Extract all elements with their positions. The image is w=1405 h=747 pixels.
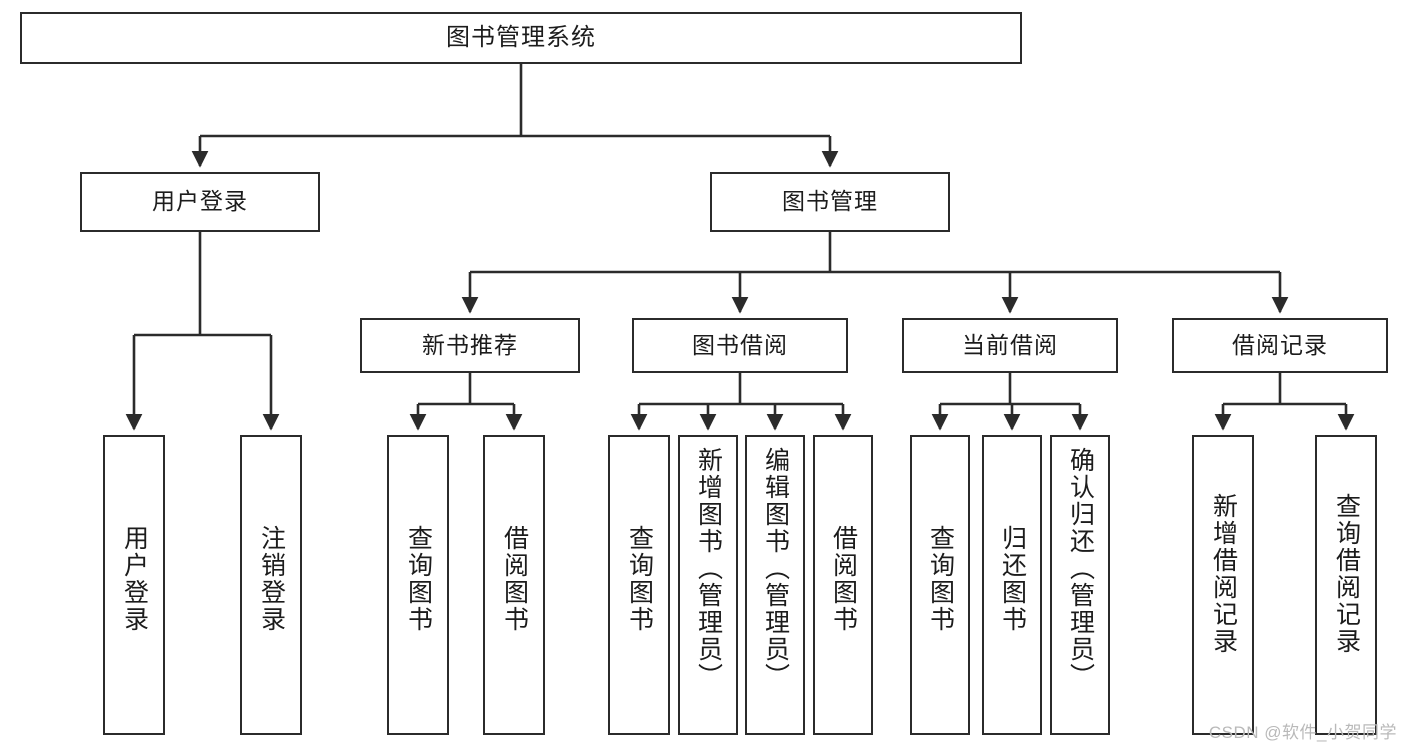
node-leaf-edit-book-label: 编辑图书（管理员） — [761, 447, 790, 690]
node-leaf-query-book-1[interactable]: 查询图书 — [387, 435, 449, 735]
node-borrow-record[interactable]: 借阅记录 — [1172, 318, 1388, 373]
node-root-label: 图书管理系统 — [446, 23, 596, 51]
node-leaf-edit-book[interactable]: 编辑图书（管理员） — [745, 435, 805, 735]
node-leaf-add-record-label: 新增借阅记录 — [1209, 493, 1238, 655]
node-leaf-logout[interactable]: 注销登录 — [240, 435, 302, 735]
node-leaf-query-book-3-label: 查询图书 — [926, 525, 955, 633]
node-leaf-borrow-book-2-label: 借阅图书 — [829, 525, 858, 633]
node-leaf-user-login[interactable]: 用户登录 — [103, 435, 165, 735]
node-new-book-recommend[interactable]: 新书推荐 — [360, 318, 580, 373]
node-current-borrow[interactable]: 当前借阅 — [902, 318, 1118, 373]
node-leaf-return-book[interactable]: 归还图书 — [982, 435, 1042, 735]
node-leaf-logout-label: 注销登录 — [257, 525, 286, 633]
watermark-text: CSDN @软件_小贺同学 — [1208, 723, 1397, 742]
node-user-login[interactable]: 用户登录 — [80, 172, 320, 232]
node-leaf-add-book[interactable]: 新增图书（管理员） — [678, 435, 738, 735]
node-leaf-confirm-return[interactable]: 确认归还（管理员） — [1050, 435, 1110, 735]
node-book-manage-label: 图书管理 — [782, 188, 878, 215]
node-leaf-add-book-label: 新增图书（管理员） — [694, 447, 723, 690]
node-borrow-record-label: 借阅记录 — [1232, 331, 1328, 358]
node-book-manage[interactable]: 图书管理 — [710, 172, 950, 232]
node-leaf-user-login-label: 用户登录 — [120, 525, 149, 633]
node-leaf-query-book-2[interactable]: 查询图书 — [608, 435, 670, 735]
node-leaf-borrow-book-2[interactable]: 借阅图书 — [813, 435, 873, 735]
node-book-borrow-label: 图书借阅 — [692, 331, 788, 358]
node-leaf-return-book-label: 归还图书 — [998, 525, 1027, 633]
node-root[interactable]: 图书管理系统 — [20, 12, 1022, 64]
node-leaf-query-book-3[interactable]: 查询图书 — [910, 435, 970, 735]
node-leaf-query-record[interactable]: 查询借阅记录 — [1315, 435, 1377, 735]
node-leaf-borrow-book-1-label: 借阅图书 — [500, 525, 529, 633]
node-leaf-query-record-label: 查询借阅记录 — [1332, 493, 1361, 655]
node-leaf-add-record[interactable]: 新增借阅记录 — [1192, 435, 1254, 735]
node-leaf-borrow-book-1[interactable]: 借阅图书 — [483, 435, 545, 735]
node-current-borrow-label: 当前借阅 — [962, 331, 1058, 358]
node-book-borrow[interactable]: 图书借阅 — [632, 318, 848, 373]
node-leaf-confirm-return-label: 确认归还（管理员） — [1066, 447, 1095, 690]
node-user-login-label: 用户登录 — [152, 188, 248, 215]
node-leaf-query-book-1-label: 查询图书 — [404, 525, 433, 633]
node-leaf-query-book-2-label: 查询图书 — [625, 525, 654, 633]
node-new-book-recommend-label: 新书推荐 — [422, 331, 518, 358]
